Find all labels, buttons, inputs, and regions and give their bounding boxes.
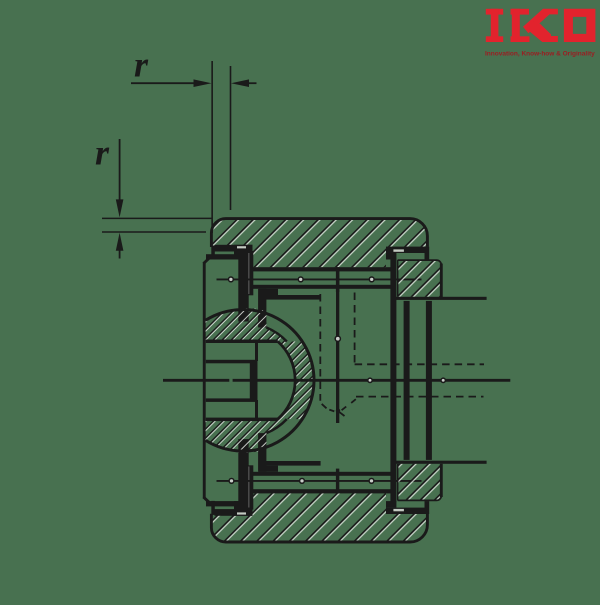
svg-text:Innovation, Know-how & Origina: Innovation, Know-how & Originality [485,50,595,57]
svg-text:r: r [95,133,110,173]
svg-text:r: r [134,45,149,85]
